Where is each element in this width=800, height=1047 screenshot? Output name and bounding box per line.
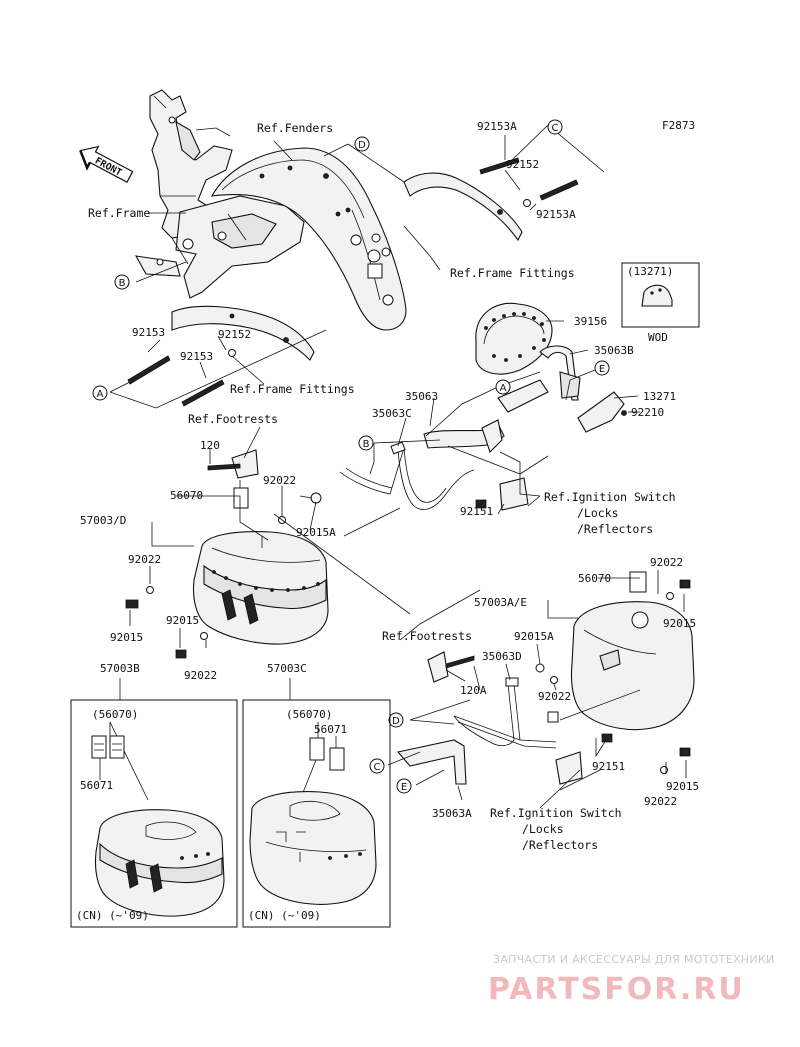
callout-A-left: A (97, 389, 104, 400)
callout-E-bottom: E (401, 782, 407, 793)
part-13271: 13271 (643, 390, 676, 403)
callout-D-top: D (358, 140, 366, 151)
inset-57003C-56071: 56071 (314, 723, 347, 736)
part-92152-left: 92152 (218, 328, 251, 341)
part-92015-b: 92015 (166, 614, 199, 627)
saddlebag-stay-bottom (396, 651, 613, 785)
part-92151-b: 92151 (592, 760, 625, 773)
inset-57003B-title: 57003B (100, 662, 140, 675)
backrest-pad-39156 (475, 302, 553, 375)
part-120A: 120A (460, 684, 487, 697)
inset-57003C-title: 57003C (267, 662, 307, 675)
footrest-bracket-top (207, 449, 322, 524)
ref-ignition-bottom-1: Ref.Ignition Switch (490, 806, 622, 820)
part-92015-r2: 92015 (666, 780, 699, 793)
ref-frame: Ref.Frame (88, 206, 150, 220)
part-35063B: 35063B (594, 344, 634, 357)
watermark-line1: ЗАПЧАСТИ И АКСЕССУАРЫ ДЛЯ МОТОТЕХНИКИ (493, 953, 775, 966)
frame-fitting-right (403, 172, 523, 242)
part-56070-r: 56070 (578, 572, 611, 585)
front-arrow-icon: FRONT (79, 145, 134, 183)
inset-57003C-footer: (CN) (~'09) (248, 909, 321, 922)
figure-code: F2873 (662, 119, 695, 132)
inset-57003B-box: 57003B (56070) 56071 (CN) (~'09) (70, 662, 238, 928)
part-92015-r1: 92015 (663, 617, 696, 630)
inset-57003C-56070: (56070) (286, 708, 332, 721)
watermark-logo: PARTSFOR.RU (488, 972, 745, 1007)
callout-circles: D C B A E A B D C E (92, 119, 610, 794)
part-92022-b: 92022 (128, 553, 161, 566)
rear-fender-drawing (211, 147, 407, 331)
part-92151-a: 92151 (460, 505, 493, 518)
part-92022-r1: 92022 (650, 556, 683, 569)
ref-frame-fittings-left: Ref.Frame Fittings (230, 382, 355, 396)
ref-fenders: Ref.Fenders (257, 121, 333, 135)
part-92022-r2: 92022 (538, 690, 571, 703)
ref-footrests-top: Ref.Footrests (188, 412, 278, 426)
part-92153-b: 92153 (180, 350, 213, 363)
part-35063: 35063 (405, 390, 438, 403)
part-92022-r3: 92022 (644, 795, 677, 808)
part-92153A-mid: 92153A (536, 208, 576, 221)
callout-A-top: A (500, 383, 507, 394)
callout-B-left: B (119, 278, 126, 289)
part-39156: 39156 (574, 315, 607, 328)
inset-13271-code: (13271) (627, 265, 673, 278)
saddlebag-left (125, 487, 329, 659)
part-35063A: 35063A (432, 807, 472, 820)
ref-ignition-top-3: /Reflectors (577, 522, 653, 536)
part-92022-c: 92022 (184, 669, 217, 682)
frame-drawing (134, 89, 305, 299)
inset-13271-label: WOD (648, 331, 668, 344)
part-35063C: 35063C (372, 407, 412, 420)
part-92015-a: 92015 (110, 631, 143, 644)
part-56070-top: 56070 (170, 489, 203, 502)
part-35063D: 35063D (482, 650, 522, 663)
backrest-bracket (497, 345, 627, 433)
callout-C-top: C (552, 123, 559, 134)
part-57003AE: 57003A/E (474, 596, 527, 609)
part-120: 120 (200, 439, 220, 452)
part-92015A-b: 92015A (514, 630, 554, 643)
part-92153A-top: 92153A (477, 120, 517, 133)
callout-C-bottom: C (374, 762, 381, 773)
inset-13271-box: (13271) WOD (621, 262, 700, 344)
frame-fitting-left (171, 305, 315, 361)
inset-57003B-56071: 56071 (80, 779, 113, 792)
leader-lines (109, 124, 687, 809)
ref-ignition-top-2: /Locks (577, 506, 619, 520)
part-92210: 92210 (631, 406, 664, 419)
part-92015A-a: 92015A (296, 526, 336, 539)
ref-frame-fittings-right: Ref.Frame Fittings (450, 266, 575, 280)
part-57003D: 57003/D (80, 514, 126, 527)
inset-57003B-footer: (CN) (~'09) (76, 909, 149, 922)
saddlebag-stay-top (339, 419, 529, 511)
ref-ignition-bottom-2: /Locks (522, 822, 564, 836)
saddlebag-right (570, 571, 695, 774)
callout-D-bottom: D (392, 716, 400, 727)
callout-E-top: E (599, 364, 605, 375)
ref-footrests-bottom: Ref.Footrests (382, 629, 472, 643)
callout-B-mid: B (363, 439, 370, 450)
inset-57003C-box: 57003C (56070) 56071 (CN) (~'09) (242, 662, 391, 928)
part-92022-a: 92022 (263, 474, 296, 487)
ref-ignition-bottom-3: /Reflectors (522, 838, 598, 852)
part-92152-top: 92152 (506, 158, 539, 171)
part-92153-a: 92153 (132, 326, 165, 339)
inset-57003B-56070: (56070) (92, 708, 138, 721)
bolts-92153-left (127, 349, 236, 407)
watermark: ЗАПЧАСТИ И АКСЕССУАРЫ ДЛЯ МОТОТЕХНИКИ PA… (488, 953, 775, 1007)
ref-ignition-top-1: Ref.Ignition Switch (544, 490, 676, 504)
bolts-92153A-right (479, 157, 579, 207)
